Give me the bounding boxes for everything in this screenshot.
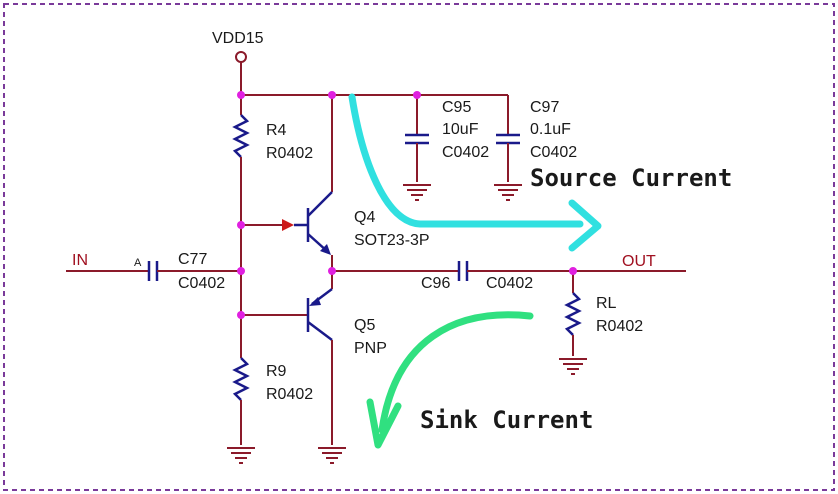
resistor-r4	[232, 95, 250, 225]
q5-name: Q5	[354, 317, 375, 334]
frame-border	[3, 3, 835, 491]
c95-value: 10uF	[442, 121, 479, 138]
resistor-r9	[226, 315, 256, 464]
out-label: OUT	[622, 253, 656, 270]
source-current-label: Source Current	[530, 164, 732, 192]
sink-current-arrow	[366, 311, 534, 449]
q5-type: PNP	[354, 340, 387, 357]
junction-dots	[237, 91, 577, 319]
source-current-arrow	[348, 93, 602, 252]
q4-name: Q4	[354, 209, 375, 226]
transistor-q4	[241, 95, 333, 271]
capacitor-c95	[402, 95, 432, 201]
vdd-supply	[235, 51, 247, 95]
r9-package: R0402	[266, 386, 313, 403]
c97-name: C97	[530, 99, 559, 116]
c77-name: C77	[178, 251, 207, 268]
c95-name: C95	[442, 99, 471, 116]
r4-name: R4	[266, 122, 287, 139]
sink-current-label: Sink Current	[420, 406, 593, 434]
c77-package: C0402	[178, 275, 225, 292]
resistor-rl	[558, 271, 588, 375]
rl-name: RL	[596, 295, 617, 312]
capacitor-c97	[493, 95, 523, 201]
c95-package: C0402	[442, 144, 489, 161]
rl-package: R0402	[596, 318, 643, 335]
c96-name: C96	[421, 275, 450, 292]
c97-value: 0.1uF	[530, 121, 571, 138]
r9-name: R9	[266, 363, 287, 380]
pin-a-label: A	[134, 257, 142, 269]
input-path	[66, 261, 241, 281]
r4-package: R0402	[266, 145, 313, 162]
transistor-q5	[241, 271, 347, 464]
c96-package: C0402	[486, 275, 533, 292]
in-label: IN	[72, 252, 88, 269]
vdd-label: VDD15	[212, 30, 264, 47]
q4-package: SOT23-3P	[354, 232, 430, 249]
c97-package: C0402	[530, 144, 577, 161]
